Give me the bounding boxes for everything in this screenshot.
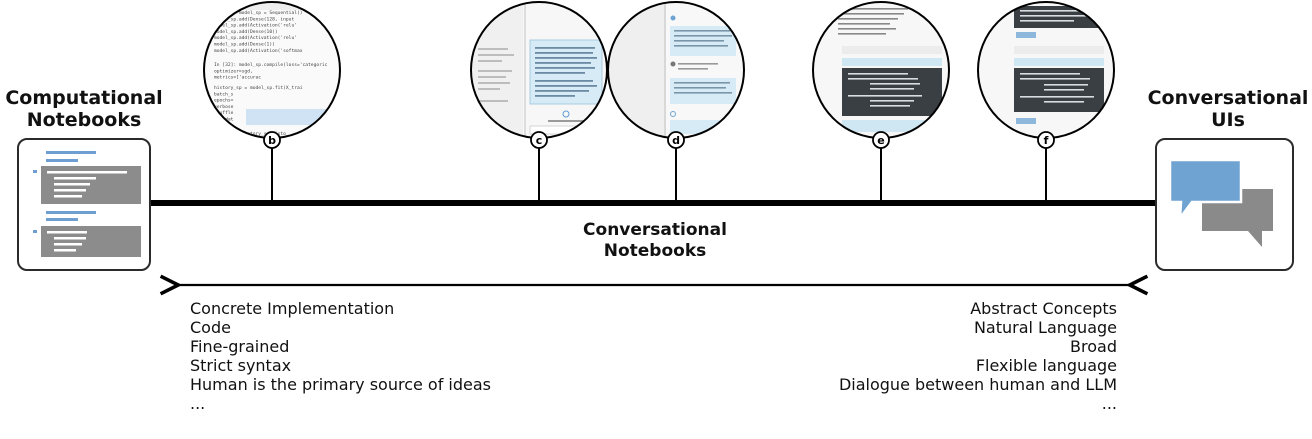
code-line: model_sp.add(Activation('softmax <box>214 48 303 54</box>
code-line: history_sp = model_sp.fit(X_trai <box>214 85 303 91</box>
code-line: In [32]: model_sp.compile(loss='categori… <box>214 62 328 68</box>
snapshot-e-magnifier <box>812 1 950 139</box>
right-end-title-line2: UIs <box>1211 109 1245 131</box>
code-line: shuffle <box>214 110 234 116</box>
snapshot-stems <box>271 148 1047 203</box>
right-list-item: ... <box>1101 394 1117 413</box>
left-list-item: Human is the primary source of ideas <box>190 375 492 394</box>
code-line: model_sp.add(Activation('relu' <box>214 23 297 29</box>
badge-d: d <box>667 131 685 149</box>
badge-d-letter: d <box>672 134 680 147</box>
left-list-item: Concrete Implementation <box>190 299 395 318</box>
code-line: model_sp.add(Dense(10)) <box>214 29 278 35</box>
snapshot-f-magnifier <box>977 1 1115 139</box>
badge-c: c <box>530 131 548 149</box>
right-list-item: Natural Language <box>973 318 1117 337</box>
right-list-item: Dialogue between human and LLM <box>838 375 1117 394</box>
right-list-item: Broad <box>1070 337 1117 356</box>
snapshot-d-magnifier <box>607 1 745 139</box>
code-line: verbose <box>214 104 234 110</box>
left-list-item: ... <box>190 394 206 413</box>
right-list-item: Flexible language <box>975 356 1117 375</box>
right-characteristics-list: Abstract Concepts Natural Language Broad… <box>839 299 1117 413</box>
chat-bubbles-icon <box>1155 138 1294 271</box>
code-line: batch_s <box>214 91 234 97</box>
right-end-title-line1: Conversational <box>1147 87 1309 109</box>
code-line: optimizer=sgd, <box>214 68 253 74</box>
badge-b-letter: b <box>268 134 276 147</box>
center-title: Conversational Notebooks <box>553 220 757 262</box>
right-list-item: Abstract Concepts <box>970 299 1117 318</box>
badge-c-letter: c <box>536 134 543 147</box>
snapshot-c-magnifier <box>470 1 608 139</box>
center-title-line2: Notebooks <box>603 241 707 261</box>
left-list-item: Code <box>190 318 231 337</box>
badge-e: e <box>872 131 890 149</box>
left-end-title-line2: Notebooks <box>26 109 142 131</box>
code-line: metrics=['accurac <box>214 75 261 81</box>
badge-f: f <box>1037 131 1055 149</box>
snapshot-b-magnifier: In [31]: model_sp = Sequential() model_s… <box>203 1 341 139</box>
code-line: model_sp.add(Dense(1)) <box>214 42 275 48</box>
snapshot-badges: b c d e f <box>263 131 1055 149</box>
right-end-title: Conversational UIs <box>1144 87 1312 131</box>
left-end-title-line1: Computational <box>5 87 163 109</box>
left-end-title: Computational Notebooks <box>0 87 168 131</box>
center-title-line1: Conversational <box>583 220 727 240</box>
code-line: In [31]: model_sp = Sequential() <box>214 10 303 16</box>
code-line: model_sp.add(Dense(128, input <box>214 16 294 22</box>
notebook-icon <box>17 138 151 271</box>
code-line: epochs= <box>214 98 234 104</box>
badge-f-letter: f <box>1044 134 1049 147</box>
left-characteristics-list: Concrete Implementation Code Fine-graine… <box>190 299 491 413</box>
badge-e-letter: e <box>877 134 884 147</box>
left-list-item: Fine-grained <box>190 337 290 356</box>
badge-b: b <box>263 131 281 149</box>
code-line: model_sp.add(Activation('relu' <box>214 35 297 41</box>
left-list-item: Strict syntax <box>190 356 292 375</box>
